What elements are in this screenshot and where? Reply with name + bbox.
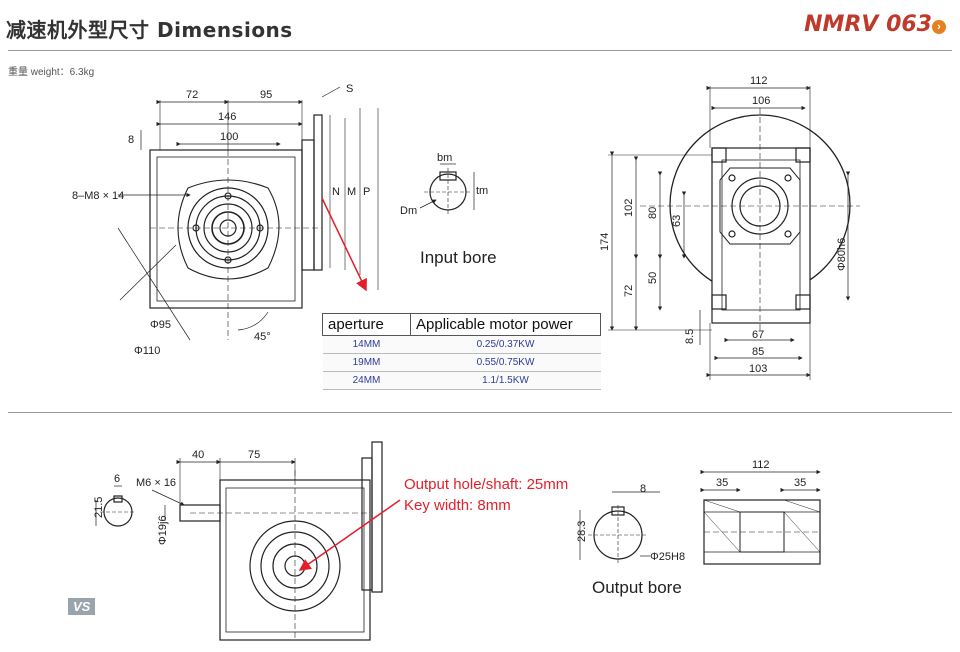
dim-75: 75 bbox=[248, 449, 260, 461]
cell-aperture: 14MM bbox=[322, 335, 411, 354]
page-title: 减速机外型尺寸 Dimensions bbox=[6, 18, 293, 42]
dim-102: 102 bbox=[623, 199, 635, 217]
dim-174: 174 bbox=[599, 233, 611, 251]
dim-100: 100 bbox=[220, 131, 238, 143]
side-view-dims: 112 106 174 102 80 63 72 50 8.5 67 85 10… bbox=[599, 75, 848, 375]
input-bore-drawing bbox=[419, 163, 475, 214]
dim-phi95: Φ95 bbox=[150, 319, 171, 331]
output-bore-drawing bbox=[579, 491, 660, 565]
dim-146: 146 bbox=[218, 111, 236, 123]
dim-112b: 112 bbox=[752, 459, 770, 471]
dim-35b: 35 bbox=[794, 477, 806, 489]
dim-80: 80 bbox=[647, 207, 659, 219]
dim-m6: M6 × 16 bbox=[136, 477, 176, 489]
output-bore-label: Output bore bbox=[592, 578, 682, 597]
dim-p: P bbox=[363, 186, 370, 198]
side-view bbox=[608, 85, 860, 380]
dim-72: 72 bbox=[186, 89, 198, 101]
dim-6: 6 bbox=[114, 473, 120, 485]
dim-28-3: 28.3 bbox=[576, 521, 588, 542]
weight-label: 重量 weight：6.3kg bbox=[8, 67, 95, 78]
front-view bbox=[117, 86, 379, 341]
header-motor-power: Applicable motor power bbox=[410, 313, 601, 336]
dim-112: 112 bbox=[750, 75, 768, 87]
cell-power: 0.55/0.75KW bbox=[410, 353, 601, 372]
dim-bolt: 8–M8 × 14 bbox=[72, 190, 124, 202]
dim-8-5: 8.5 bbox=[684, 329, 696, 344]
dim-bm: bm bbox=[437, 152, 452, 164]
dim-106: 106 bbox=[752, 95, 770, 107]
dim-tm: tm bbox=[476, 185, 488, 197]
dim-45: 45° bbox=[254, 331, 271, 343]
dim-40: 40 bbox=[192, 449, 204, 461]
dim-m: M bbox=[347, 186, 356, 198]
dim-phi110: Φ110 bbox=[134, 345, 160, 357]
front-view-dims: 72 95 146 100 8 S 8–M8 × 14 N M P Φ95 Φ1… bbox=[72, 83, 370, 357]
red-callout-arrow bbox=[298, 499, 401, 571]
dim-63: 63 bbox=[671, 215, 683, 227]
dim-8b: 8 bbox=[640, 483, 646, 495]
header-aperture: aperture bbox=[322, 313, 411, 336]
callout-line-2: Key width: 8mm bbox=[404, 497, 511, 514]
cell-power: 0.25/0.37KW bbox=[410, 335, 601, 354]
dim-103: 103 bbox=[749, 363, 767, 375]
section-divider bbox=[8, 412, 952, 413]
dim-n: N bbox=[332, 186, 340, 198]
output-callout: Output hole/shaft: 25mm Key width: 8mm bbox=[404, 474, 568, 516]
bottom-front-dims: 6 M6 × 16 40 75 21.5 Φ19j6 bbox=[93, 449, 260, 545]
bottom-front-view bbox=[95, 441, 383, 641]
dim-s: S bbox=[346, 83, 353, 95]
dim-phi25: Φ25H8 bbox=[650, 551, 685, 563]
dim-8: 8 bbox=[128, 134, 134, 146]
red-pointer-arrow bbox=[321, 197, 367, 292]
chevron-right-icon: › bbox=[932, 20, 946, 34]
table-header-row: aperture Applicable motor power bbox=[322, 313, 601, 336]
dim-72b: 72 bbox=[623, 285, 635, 297]
motor-power-table: aperture Applicable motor power 14MM 0.2… bbox=[322, 313, 601, 390]
dim-21-5: 21.5 bbox=[93, 497, 105, 518]
dim-95: 95 bbox=[260, 89, 272, 101]
cell-aperture: 19MM bbox=[322, 353, 411, 372]
cell-power: 1.1/1.5KW bbox=[410, 371, 601, 390]
dim-dm: Dm bbox=[400, 205, 417, 217]
callout-line-1: Output hole/shaft: 25mm bbox=[404, 476, 569, 493]
table-row: 24MM 1.1/1.5KW bbox=[322, 371, 601, 390]
dim-phi19: Φ19j6 bbox=[157, 515, 169, 545]
cell-aperture: 24MM bbox=[322, 371, 411, 390]
header-divider bbox=[8, 50, 952, 51]
watermark-logo: VS bbox=[68, 598, 96, 615]
dim-67: 67 bbox=[752, 329, 764, 341]
dim-phi80: Φ80h6 bbox=[836, 238, 848, 271]
dim-35a: 35 bbox=[716, 477, 728, 489]
model-name: NMRV 063 bbox=[804, 12, 932, 37]
table-row: 14MM 0.25/0.37KW bbox=[322, 335, 601, 354]
table-row: 19MM 0.55/0.75KW bbox=[322, 353, 601, 372]
output-section-drawing bbox=[700, 469, 821, 565]
dim-85: 85 bbox=[752, 346, 764, 358]
input-bore-label: Input bore bbox=[420, 248, 497, 267]
dim-50: 50 bbox=[647, 272, 659, 284]
